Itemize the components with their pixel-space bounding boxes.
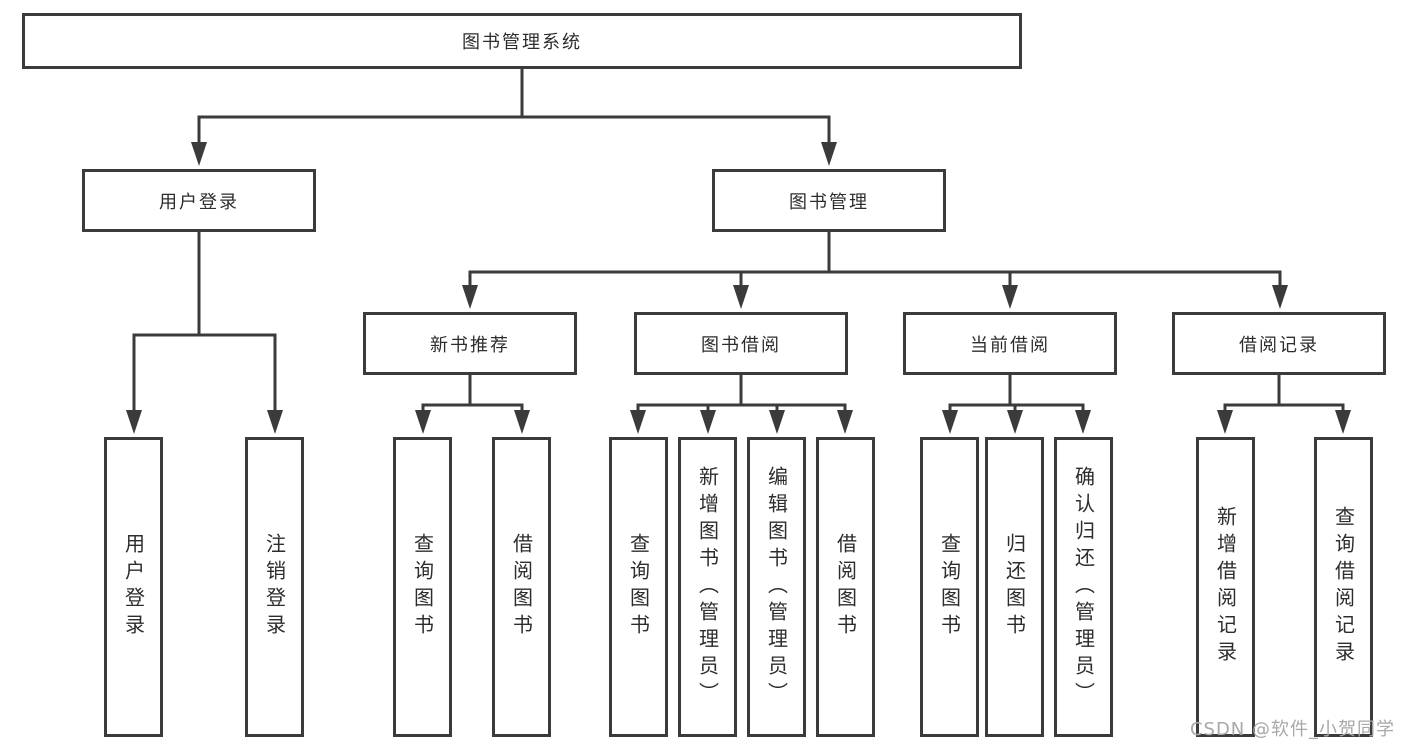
watermark: CSDN @软件_小贺同学 bbox=[1189, 719, 1395, 740]
leaf-query-books-borrow: 查询图书 bbox=[609, 437, 668, 737]
node-new-book-recommend: 新书推荐 bbox=[363, 312, 577, 375]
leaf-borrow-books: 借阅图书 bbox=[816, 437, 875, 737]
node-borrow-records: 借阅记录 bbox=[1172, 312, 1386, 375]
leaf-borrow-books-recommend-label: 借阅图书 bbox=[509, 533, 534, 641]
leaf-edit-books-admin-label: 编辑图书（管理员） bbox=[764, 465, 789, 709]
node-new-book-recommend-label: 新书推荐 bbox=[430, 334, 510, 356]
leaf-confirm-return-admin: 确认归还（管理员） bbox=[1054, 437, 1113, 737]
leaf-edit-books-admin: 编辑图书（管理员） bbox=[747, 437, 806, 737]
node-borrow-records-label: 借阅记录 bbox=[1239, 334, 1319, 356]
node-root: 图书管理系统 bbox=[22, 13, 1022, 69]
leaf-return-books-label: 归还图书 bbox=[1002, 533, 1027, 641]
leaf-add-books-admin: 新增图书（管理员） bbox=[678, 437, 737, 737]
leaf-logout-label: 注销登录 bbox=[262, 533, 287, 641]
leaf-query-borrow-record: 查询借阅记录 bbox=[1314, 437, 1373, 737]
leaf-user-login-label: 用户登录 bbox=[121, 533, 146, 641]
leaf-add-books-admin-label: 新增图书（管理员） bbox=[695, 465, 720, 709]
node-book-management: 图书管理 bbox=[712, 169, 946, 232]
leaf-query-books-current: 查询图书 bbox=[920, 437, 979, 737]
node-book-borrow: 图书借阅 bbox=[634, 312, 848, 375]
leaf-query-books-recommend-label: 查询图书 bbox=[410, 533, 435, 641]
leaf-add-borrow-record-label: 新增借阅记录 bbox=[1213, 506, 1238, 668]
node-current-borrow-label: 当前借阅 bbox=[970, 334, 1050, 356]
node-root-label: 图书管理系统 bbox=[462, 32, 582, 53]
leaf-return-books: 归还图书 bbox=[985, 437, 1044, 737]
leaf-user-login: 用户登录 bbox=[104, 437, 163, 737]
leaf-query-books-current-label: 查询图书 bbox=[937, 533, 962, 641]
leaf-confirm-return-admin-label: 确认归还（管理员） bbox=[1071, 465, 1096, 709]
node-book-management-label: 图书管理 bbox=[789, 191, 869, 213]
leaf-query-books-recommend: 查询图书 bbox=[393, 437, 452, 737]
node-user-login: 用户登录 bbox=[82, 169, 316, 232]
node-current-borrow: 当前借阅 bbox=[903, 312, 1117, 375]
leaf-query-books-borrow-label: 查询图书 bbox=[626, 533, 651, 641]
node-book-borrow-label: 图书借阅 bbox=[701, 334, 781, 356]
leaf-query-borrow-record-label: 查询借阅记录 bbox=[1331, 506, 1356, 668]
leaf-borrow-books-recommend: 借阅图书 bbox=[492, 437, 551, 737]
leaf-borrow-books-label: 借阅图书 bbox=[833, 533, 858, 641]
node-user-login-label: 用户登录 bbox=[159, 191, 239, 213]
leaf-add-borrow-record: 新增借阅记录 bbox=[1196, 437, 1255, 737]
leaf-logout: 注销登录 bbox=[245, 437, 304, 737]
